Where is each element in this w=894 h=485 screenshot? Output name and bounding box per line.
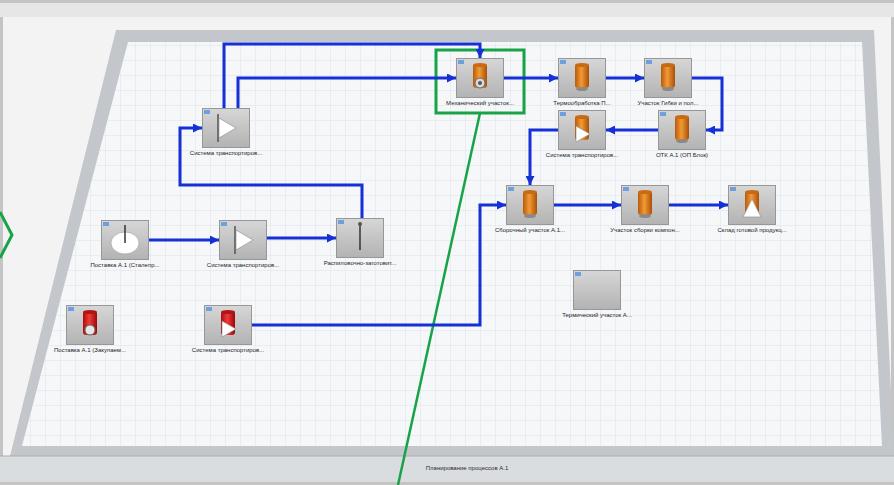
station-box: Механический участок... bbox=[456, 58, 504, 98]
flow-connector bbox=[606, 77, 644, 80]
flow-connector bbox=[669, 204, 728, 207]
station-label: Склад готовой продукц... bbox=[717, 227, 786, 234]
board-strip bbox=[0, 456, 894, 482]
flow-connector bbox=[504, 77, 558, 80]
station-icon bbox=[202, 108, 250, 148]
station-box: Система транспортиров... bbox=[219, 220, 267, 260]
station-label: Система транспортиров... bbox=[546, 152, 618, 159]
station-box: Система транспортиров... bbox=[204, 305, 252, 345]
station-icon bbox=[573, 270, 621, 310]
flow-connector bbox=[606, 129, 658, 132]
station-box: ОТК А.1 (ОП Блок) bbox=[658, 110, 706, 150]
station-icon bbox=[558, 110, 606, 150]
flow-connector bbox=[267, 237, 336, 240]
station-box: Поставка А.1 (Сталепр... bbox=[101, 220, 149, 260]
station-icon bbox=[204, 305, 252, 345]
station-icon bbox=[456, 58, 504, 98]
station-box: Сборочный участок А.1... bbox=[506, 185, 554, 225]
station-label: Сборочный участок А.1... bbox=[495, 227, 565, 234]
station-box: Термический участок А... bbox=[573, 270, 621, 310]
station-label: Поставка А.1 (Сталепр... bbox=[90, 262, 159, 269]
station-icon bbox=[644, 58, 692, 98]
station-label: Термический участок А... bbox=[562, 312, 632, 319]
station-icon bbox=[621, 185, 669, 225]
station-box: Термообработка П... bbox=[558, 58, 606, 98]
board-caption: Планирование процессов А.1 bbox=[426, 465, 509, 472]
station-icon bbox=[101, 220, 149, 260]
flow-connector bbox=[554, 204, 621, 207]
station-icon bbox=[728, 185, 776, 225]
station-label: Механический участок... bbox=[446, 100, 514, 107]
station-icon bbox=[558, 58, 606, 98]
flow-connector bbox=[252, 205, 506, 325]
callout-leader bbox=[398, 113, 480, 485]
station-icon bbox=[336, 218, 384, 258]
station-label: ОТК А.1 (ОП Блок) bbox=[656, 152, 708, 159]
station-box: Распиловочно-заготовит... bbox=[336, 218, 384, 258]
flow-connector bbox=[238, 78, 456, 108]
station-box: Участок сборки компон... bbox=[621, 185, 669, 225]
station-box: Система транспортиров... bbox=[558, 110, 606, 150]
board-grid bbox=[0, 30, 894, 460]
station-label: Система транспортиров... bbox=[190, 150, 262, 157]
station-icon bbox=[66, 305, 114, 345]
station-label: Участок сборки компон... bbox=[610, 227, 679, 234]
station-icon bbox=[219, 220, 267, 260]
station-label: Распиловочно-заготовит... bbox=[324, 260, 397, 267]
station-label: Поставка А.1 (Закупаем... bbox=[54, 347, 126, 354]
station-box: Поставка А.1 (Закупаем... bbox=[66, 305, 114, 345]
station-label: Система транспортиров... bbox=[207, 262, 279, 269]
station-icon bbox=[658, 110, 706, 150]
highlight-frame bbox=[436, 50, 524, 113]
station-box: Система транспортиров... bbox=[202, 108, 250, 148]
station-icon bbox=[506, 185, 554, 225]
nav-chevron bbox=[0, 212, 12, 258]
station-label: Термообработка П... bbox=[553, 100, 610, 107]
station-box: Склад готовой продукц... bbox=[728, 185, 776, 225]
flow-connector bbox=[224, 44, 480, 108]
station-box: Участок Гибки и пол... bbox=[644, 58, 692, 98]
station-label: Система транспортиров... bbox=[192, 347, 264, 354]
station-label: Участок Гибки и пол... bbox=[638, 100, 699, 107]
flow-connector bbox=[149, 239, 219, 242]
